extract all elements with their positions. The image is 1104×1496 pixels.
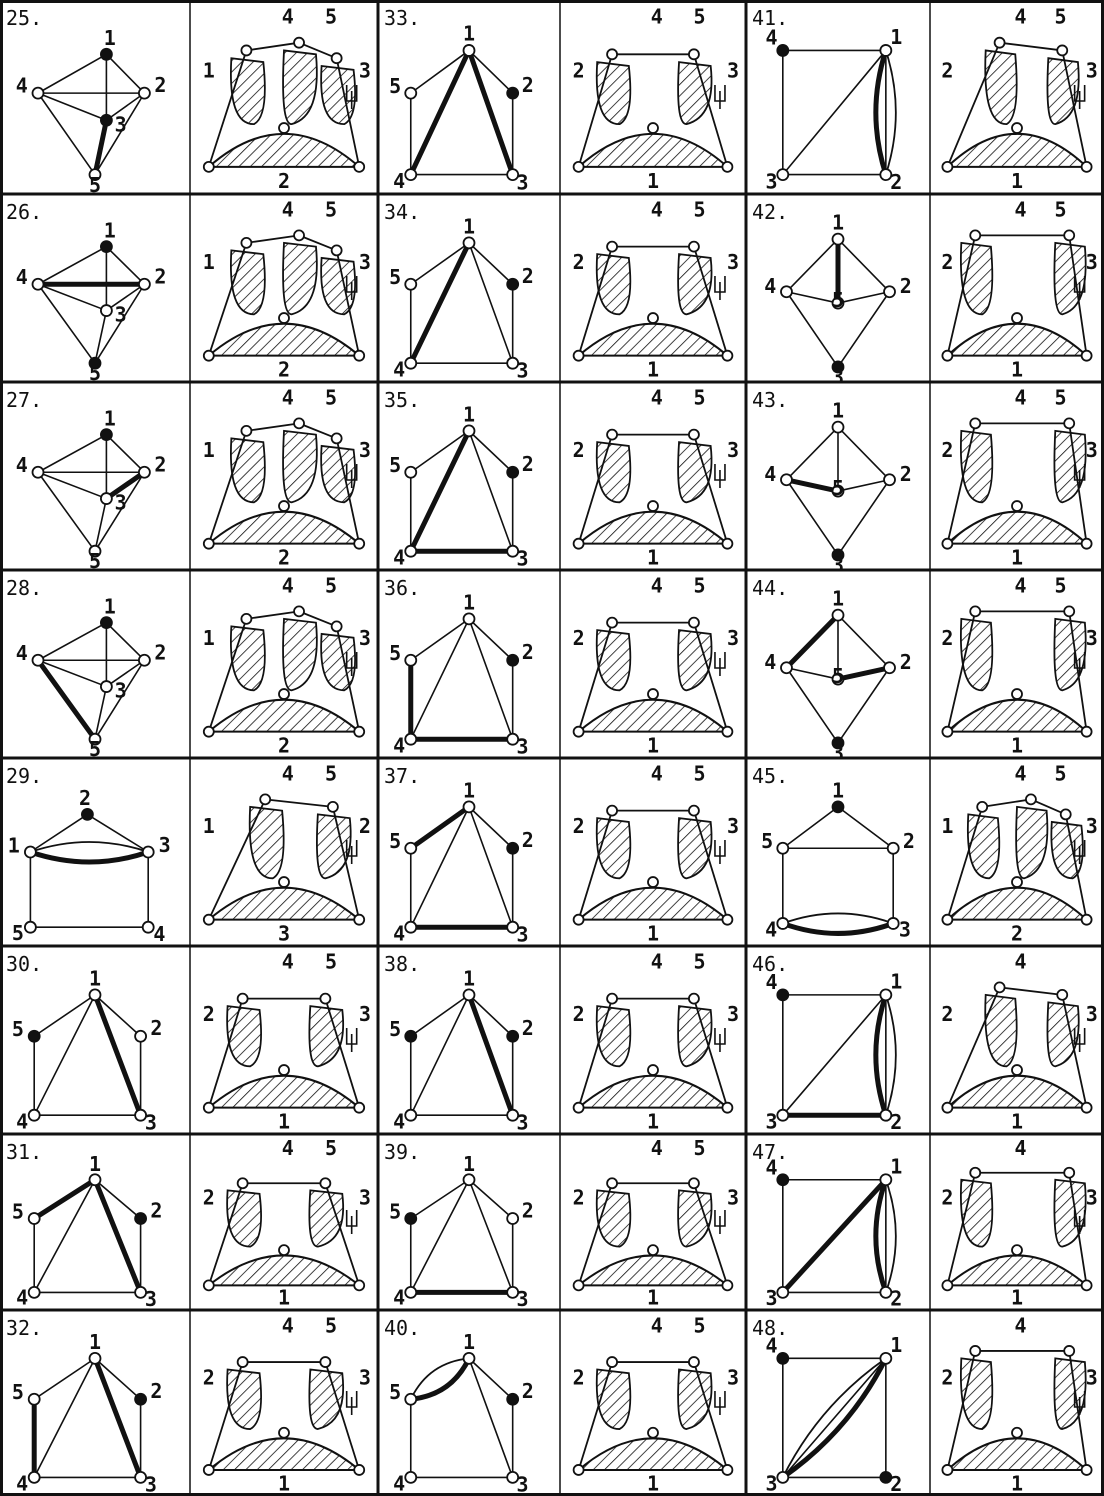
grid-frame <box>0 0 1104 1496</box>
outer-border <box>2 2 1103 1495</box>
diagram-sheet: 1234525.213451234533.12345123441.1234512… <box>0 0 1104 1496</box>
